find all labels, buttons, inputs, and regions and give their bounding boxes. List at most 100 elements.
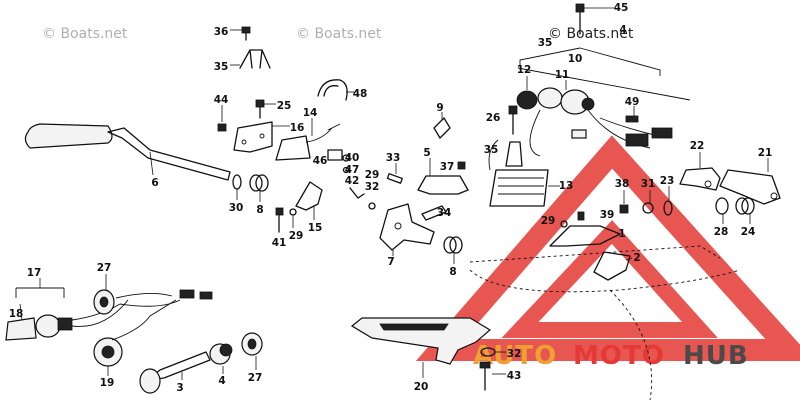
callout-c43: 43 bbox=[507, 370, 522, 382]
callout-c2: 2 bbox=[633, 252, 640, 264]
part-45-bolt bbox=[575, 3, 614, 35]
part-27-grommet bbox=[93, 274, 115, 315]
part-46-connector bbox=[327, 149, 343, 161]
callout-c4b: 4 bbox=[218, 375, 225, 387]
watermark-center: © Boats.net bbox=[296, 26, 382, 42]
callout-c27a: 27 bbox=[97, 262, 112, 274]
part-34-link bbox=[421, 205, 447, 221]
callout-c46: 46 bbox=[313, 155, 328, 167]
part-33-pin bbox=[386, 163, 403, 184]
callout-c34: 34 bbox=[437, 207, 452, 219]
callout-c14: 14 bbox=[303, 107, 318, 119]
callout-c24: 24 bbox=[741, 226, 756, 238]
callout-c11: 11 bbox=[555, 69, 570, 81]
part-41-bolt bbox=[275, 207, 284, 233]
callout-c15: 15 bbox=[308, 222, 323, 234]
callout-c3: 3 bbox=[176, 382, 183, 394]
callout-c4a: 4 bbox=[619, 24, 626, 36]
callout-c16: 16 bbox=[290, 122, 305, 134]
part-24-bushing bbox=[735, 197, 755, 224]
part-49-connector bbox=[625, 106, 639, 123]
part-29b-washer bbox=[289, 208, 297, 228]
callout-c28: 28 bbox=[714, 226, 729, 238]
callout-c33: 33 bbox=[386, 152, 401, 164]
callout-c19: 19 bbox=[100, 377, 115, 389]
callout-c17: 17 bbox=[27, 267, 42, 279]
part-13-relay-block bbox=[488, 139, 560, 207]
part-17-bracket-line bbox=[15, 278, 65, 298]
callout-c20: 20 bbox=[414, 381, 429, 393]
callout-c44: 44 bbox=[214, 94, 229, 106]
part-8-bushing bbox=[249, 174, 269, 202]
part-27b-grommet bbox=[241, 332, 263, 370]
callout-c23: 23 bbox=[660, 175, 675, 187]
part-19-key-switch bbox=[93, 299, 177, 376]
callout-c39: 39 bbox=[600, 209, 615, 221]
callout-c29a: 29 bbox=[365, 169, 380, 181]
part-48-grommet bbox=[317, 79, 356, 101]
callout-c18: 18 bbox=[9, 308, 24, 320]
part-12-coil bbox=[516, 76, 563, 110]
callout-c1: 1 bbox=[618, 228, 625, 240]
callout-c10: 10 bbox=[568, 53, 583, 65]
brand-moto: MOTO bbox=[573, 341, 665, 371]
part-32-washer bbox=[480, 347, 506, 357]
callout-c38: 38 bbox=[615, 178, 630, 190]
part-31-washer bbox=[642, 190, 654, 214]
part-23-oring bbox=[663, 186, 673, 216]
callout-c26: 26 bbox=[486, 112, 501, 124]
part-6-steering-handle bbox=[24, 123, 231, 181]
watermark-left: © Boats.net bbox=[42, 26, 128, 42]
part-22-bracket bbox=[679, 152, 721, 191]
callout-c32a: 32 bbox=[365, 181, 380, 193]
part-43-bolt bbox=[479, 361, 506, 391]
callout-c48: 48 bbox=[353, 88, 368, 100]
harness-wires bbox=[529, 109, 673, 157]
callout-c5: 5 bbox=[423, 147, 430, 159]
callout-c42: 42 bbox=[345, 175, 360, 187]
housing-outline bbox=[469, 245, 741, 401]
part-39-pin bbox=[577, 211, 585, 221]
callout-c21: 21 bbox=[758, 147, 773, 159]
part-44-screw bbox=[217, 105, 227, 132]
callout-c30: 30 bbox=[229, 202, 244, 214]
callout-c6: 6 bbox=[151, 177, 158, 189]
callout-c8a: 8 bbox=[256, 204, 263, 216]
callout-c32b: 32 bbox=[507, 348, 522, 360]
callout-c40: 40 bbox=[345, 152, 360, 164]
callout-c37: 37 bbox=[440, 161, 455, 173]
callout-c8b: 8 bbox=[449, 266, 456, 278]
part-37-bolt bbox=[457, 161, 466, 170]
callout-c25: 25 bbox=[277, 100, 292, 112]
part-5-bracket bbox=[417, 158, 469, 195]
automotohub-logo-icon bbox=[415, 135, 800, 361]
part-29c-washer bbox=[560, 220, 568, 228]
part-14-switch-box bbox=[275, 118, 341, 161]
callout-c22: 22 bbox=[690, 140, 705, 152]
part-28-washer bbox=[715, 197, 729, 224]
part-16-bracket bbox=[233, 121, 290, 153]
callout-c45: 45 bbox=[614, 2, 629, 14]
part-10-harness-bracket bbox=[517, 47, 691, 101]
brand-hub: HUB bbox=[683, 341, 749, 371]
part-18-switch-cylinder bbox=[5, 299, 129, 341]
part-40-pin bbox=[342, 154, 350, 162]
part-36-screw bbox=[230, 26, 251, 41]
part-1-shaft-link bbox=[549, 225, 621, 247]
part-29-washer bbox=[368, 202, 376, 210]
callout-c35c: 35 bbox=[538, 37, 553, 49]
part-20-grip-handle bbox=[350, 317, 492, 378]
callout-c36: 36 bbox=[214, 26, 229, 38]
callout-c27b: 27 bbox=[248, 372, 263, 384]
callout-c29b: 29 bbox=[289, 230, 304, 242]
part-21-bracket bbox=[719, 158, 781, 205]
part-3-shaft bbox=[139, 351, 211, 394]
callout-c12: 12 bbox=[517, 64, 532, 76]
part-38-bolt bbox=[619, 190, 629, 214]
callout-c35b: 35 bbox=[484, 144, 499, 156]
part-11-coil bbox=[560, 80, 595, 115]
part-9-clip bbox=[433, 112, 451, 139]
watermark-right: © Boats.net bbox=[548, 26, 634, 42]
